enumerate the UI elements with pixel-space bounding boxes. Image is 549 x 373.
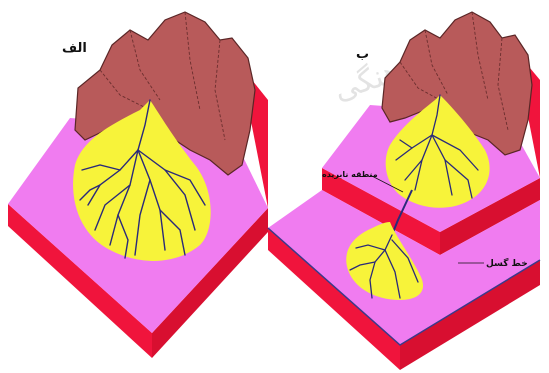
panel-a: الف: [8, 12, 268, 358]
panel-b: منطقه نابريده خط گسل ب: [268, 12, 540, 370]
panel-b-label: ب: [356, 47, 369, 62]
cut-area-label: منطقه نابريده: [322, 170, 378, 179]
panel-a-label: الف: [62, 41, 87, 56]
fault-line-label: خط گسل: [486, 257, 528, 269]
